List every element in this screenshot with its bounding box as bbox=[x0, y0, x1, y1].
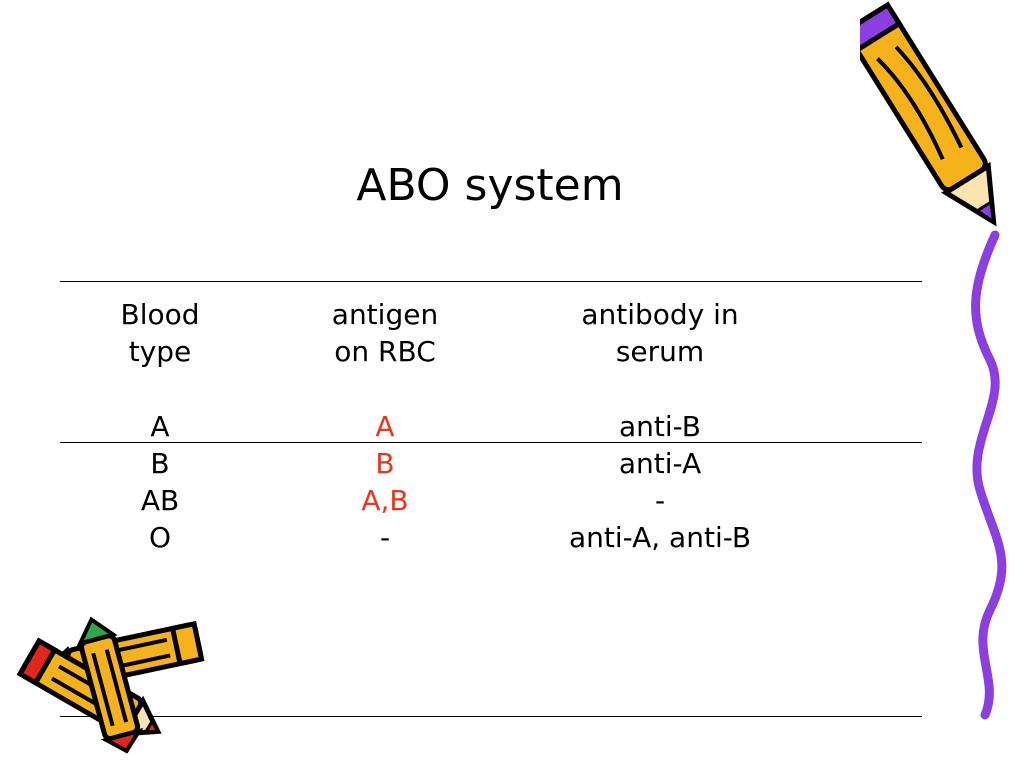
divider-middle bbox=[60, 442, 922, 443]
blood-type-cell: B bbox=[150, 447, 170, 480]
blood-type-cell: A bbox=[150, 410, 170, 443]
antigen-column: A B A,B - bbox=[295, 408, 475, 556]
header-line: Blood bbox=[120, 298, 200, 331]
header-line: type bbox=[128, 335, 192, 368]
blood-type-cell: O bbox=[148, 521, 172, 554]
antibody-cell: - bbox=[654, 484, 666, 517]
pencil-icon bbox=[76, 616, 144, 754]
header-antibody: antibody in serum bbox=[535, 296, 785, 370]
header-line: serum bbox=[615, 335, 705, 368]
header-line: antibody in bbox=[581, 298, 739, 331]
antigen-cell: A,B bbox=[361, 484, 409, 517]
antibody-cell: anti-A, anti-B bbox=[568, 521, 752, 554]
antibody-cell: anti-B bbox=[619, 410, 701, 443]
antigen-cell: - bbox=[379, 521, 391, 554]
header-antigen: antigen on RBC bbox=[295, 296, 475, 370]
pencil-icon bbox=[860, 1, 997, 227]
header-line: antigen bbox=[331, 298, 439, 331]
divider-top bbox=[60, 281, 922, 282]
antibody-column: anti-B anti-A - anti-A, anti-B bbox=[535, 408, 785, 556]
antigen-cell: A bbox=[375, 410, 395, 443]
header-blood-type: Blood type bbox=[80, 296, 240, 370]
antigen-cell: B bbox=[375, 447, 395, 480]
header-line: on RBC bbox=[334, 335, 436, 368]
blood-type-cell: AB bbox=[140, 484, 180, 517]
antibody-cell: anti-A bbox=[618, 447, 702, 480]
slide-title: ABO system bbox=[356, 160, 624, 211]
blood-type-column: A B AB O bbox=[80, 408, 240, 556]
divider-bottom bbox=[60, 716, 922, 717]
squiggle-line bbox=[971, 230, 1007, 720]
